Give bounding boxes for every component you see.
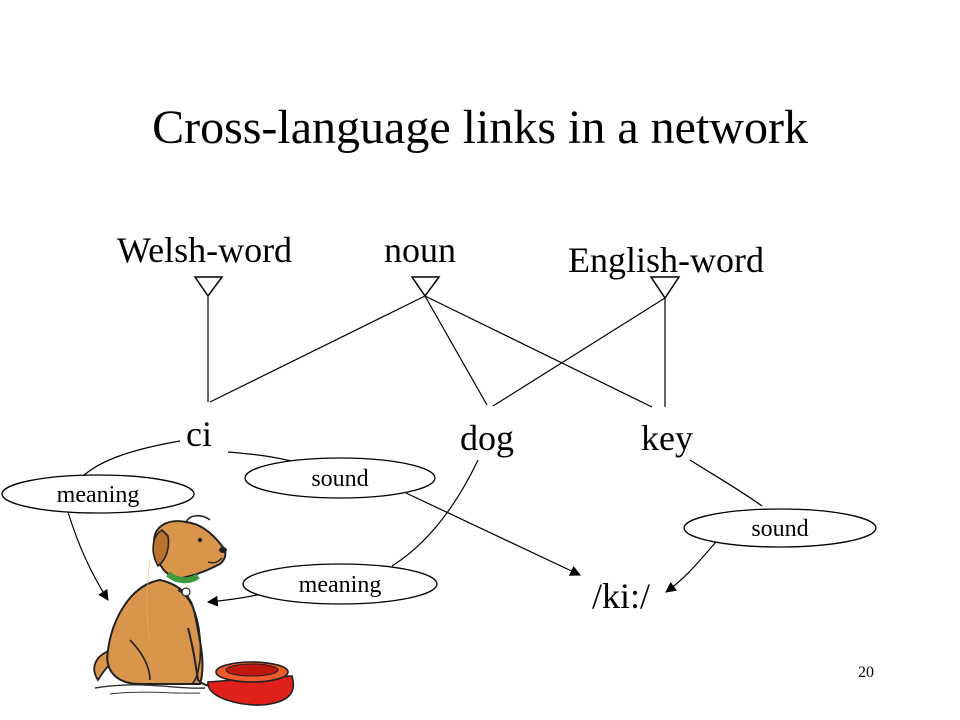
welsh-word-isa-triangle bbox=[193, 276, 224, 298]
phonology-ki: /ki:/ bbox=[592, 576, 651, 616]
welsh-word-label: Welsh-word bbox=[117, 230, 293, 270]
dog-meaning-link bbox=[391, 459, 479, 567]
key-sound-link bbox=[689, 459, 763, 507]
meaning-ci-arrow bbox=[67, 511, 109, 601]
page-number: 20 bbox=[858, 664, 874, 681]
word-ci: ci bbox=[186, 414, 212, 454]
noun-label: noun bbox=[384, 230, 456, 270]
english-word-isa-triangle bbox=[649, 276, 681, 300]
word-key: key bbox=[641, 418, 693, 458]
ci-meaning-link bbox=[81, 440, 181, 478]
meaning-node-ci bbox=[1, 474, 195, 514]
food-bowl-illustration bbox=[207, 661, 295, 706]
ci-sound-link bbox=[227, 451, 296, 463]
sound-ki-key-arrow bbox=[665, 541, 717, 593]
noun-isa-triangle bbox=[410, 276, 441, 298]
word-dog: dog bbox=[460, 418, 514, 458]
isa-line-ci-noun bbox=[209, 295, 426, 403]
meaning-label-dog: meaning bbox=[298, 572, 382, 598]
sound-node-key bbox=[683, 508, 877, 548]
sound-label-ci: sound bbox=[311, 466, 369, 492]
sound-label-key: sound bbox=[751, 516, 809, 542]
isa-line-dog-noun bbox=[424, 295, 488, 406]
meaning-node-dog bbox=[242, 563, 438, 605]
isa-line-dog-english bbox=[492, 297, 666, 407]
sound-ki-arrow bbox=[405, 492, 581, 576]
isa-line-key-noun bbox=[424, 295, 653, 408]
sound-node-ci bbox=[244, 457, 436, 499]
dog-illustration bbox=[93, 514, 227, 695]
meaning-label-ci: meaning bbox=[56, 482, 140, 508]
slide-title: Cross-language links in a network bbox=[152, 101, 808, 154]
english-word-label: English-word bbox=[568, 240, 764, 280]
